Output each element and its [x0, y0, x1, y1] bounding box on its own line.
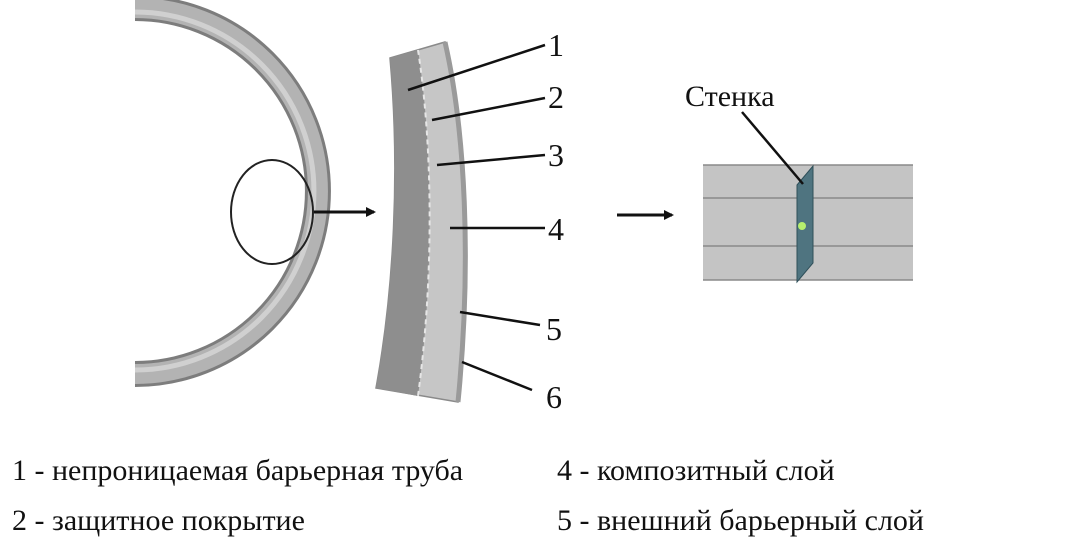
leader-6: [461, 360, 533, 392]
pipe-ring: [134, 0, 331, 387]
callout-leaders: [407, 43, 546, 392]
legend-item-4: 4 - композитный слой: [557, 454, 835, 487]
callout-number-3: 3: [548, 137, 564, 173]
callout-number-4: 4: [548, 211, 564, 247]
leader-3: [436, 153, 546, 167]
callout-numbers: 1 2 3 4 5 6: [546, 27, 564, 415]
legend-item-5: 5 - внешний барьерный слой: [557, 504, 924, 537]
layer-outer-barrier: [442, 41, 468, 403]
callout-number-5: 5: [546, 311, 562, 347]
wall-label: Стенка: [685, 80, 775, 113]
layer-coating-line: [417, 49, 431, 397]
wall-dot: [798, 222, 806, 230]
callout-number-2: 2: [548, 79, 564, 115]
leader-1: [407, 43, 546, 92]
callout-number-1: 1: [548, 27, 564, 63]
magnifier-circle: [230, 159, 314, 265]
legend-item-1: 1 - непроницаемая барьерная труба: [12, 454, 464, 487]
callout-number-6: 6: [546, 379, 562, 415]
layer-inner-barrier: [376, 50, 430, 396]
leader-5: [459, 310, 541, 327]
wall-leader: [741, 111, 804, 185]
pipe-wall-layers: [375, 41, 468, 403]
legend-item-2: 2 - защитное покрытие: [12, 504, 305, 537]
leader-2: [431, 96, 546, 122]
